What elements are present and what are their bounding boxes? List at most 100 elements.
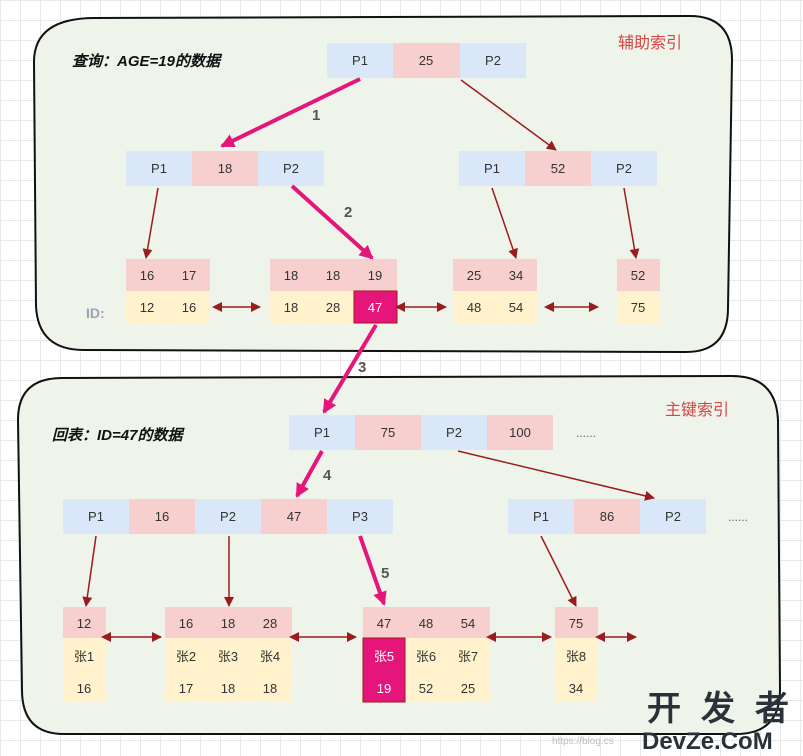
- leaf-name: 张1: [74, 649, 94, 664]
- secondary-root-node: P1 25 P2: [327, 43, 526, 78]
- leaf-key: 18: [326, 268, 340, 283]
- node-cell: P2: [616, 161, 632, 176]
- node-cell: P1: [151, 161, 167, 176]
- arrow-mid-left-to-leaf-1: [142, 187, 159, 259]
- watermark-blog-url: https://blog.cs: [552, 736, 614, 747]
- step-5-arrow: [358, 535, 387, 606]
- step-label-1: 1: [312, 107, 320, 124]
- leaf-age-highlighted: 19: [377, 681, 391, 696]
- secondary-leaf-4: 52 75: [617, 259, 660, 323]
- leaf-age: 17: [179, 681, 193, 696]
- leaf-age: 18: [263, 681, 277, 696]
- leaf-name: 张4: [260, 649, 280, 664]
- leaf-name: 张7: [458, 649, 478, 664]
- leaf-id: 28: [263, 616, 277, 631]
- secondary-mid-right-node: P1 52 P2: [459, 151, 657, 186]
- leaf-id: 54: [509, 300, 523, 315]
- primary-index-region: 回表：ID=47的数据 主键索引 P1 75 P2 100 ...... P1 …: [16, 374, 782, 735]
- leaf-name: 张2: [176, 649, 196, 664]
- primary-leaf-3: 47 48 54 张5 张6 张7 19 52 25: [362, 607, 490, 703]
- leaf-id: 12: [140, 300, 154, 315]
- watermark: https://blog.cs 开 发 者 DevZe.CoM: [552, 690, 789, 755]
- leaf-age: 18: [221, 681, 235, 696]
- step-1-arrow: [220, 77, 361, 148]
- primary-leaf-2: 16 18 28 张2 张3 张4 17 18 18: [165, 607, 292, 702]
- secondary-leaf-2: 18 18 19 18 28 47: [270, 259, 398, 324]
- leaf-id: 54: [461, 616, 475, 631]
- secondary-mid-left-node: P1 18 P2: [126, 151, 324, 186]
- leaf-id: 18: [284, 300, 298, 315]
- arrow-mid-right-to-leaf-4: [540, 535, 577, 607]
- node-cell: 25: [419, 53, 433, 68]
- leaf-age: 25: [461, 681, 475, 696]
- node-cell: 100: [509, 425, 531, 440]
- node-cell: P1: [314, 425, 330, 440]
- node-cell: P2: [485, 53, 501, 68]
- node-cell: P1: [484, 161, 500, 176]
- node-cell: P1: [88, 509, 104, 524]
- leaf-id: 16: [182, 300, 196, 315]
- secondary-leaf-3: 25 34 48 54: [453, 259, 537, 323]
- arrow-root-to-mid-right: [460, 79, 557, 151]
- leaf-id: 75: [631, 300, 645, 315]
- node-cell: 16: [155, 509, 169, 524]
- step-3-arrow: [322, 323, 378, 414]
- node-cell: 52: [551, 161, 565, 176]
- arrow-mid-right-to-leaf-3: [491, 187, 518, 259]
- leaf-id: 48: [419, 616, 433, 631]
- arrow-mid-to-leaf-1: [82, 535, 97, 607]
- lookup-path: 1 2 3 4 5: [220, 77, 389, 606]
- arrow-root-to-mid-right: [457, 450, 655, 501]
- leaf-id: 47: [377, 616, 391, 631]
- leaf-id: 48: [467, 300, 481, 315]
- secondary-arrows: [142, 79, 640, 312]
- secondary-query-title: 查询：AGE=19的数据: [72, 53, 223, 70]
- node-cell: 47: [287, 509, 301, 524]
- node-ellipsis: ......: [576, 426, 596, 440]
- step-label-3: 3: [358, 359, 366, 376]
- node-cell: 18: [218, 161, 232, 176]
- leaf-key: 17: [182, 268, 196, 283]
- watermark-char: 开: [647, 690, 681, 728]
- leaf-key: 18: [284, 268, 298, 283]
- secondary-index-tag: 辅助索引: [618, 34, 682, 52]
- node-cell: P2: [446, 425, 462, 440]
- node-cell: P2: [665, 509, 681, 524]
- primary-mid-right-node: P1 86 P2 ......: [508, 499, 770, 534]
- node-cell: P2: [220, 509, 236, 524]
- step-label-2: 2: [344, 204, 352, 221]
- step-2-arrow: [290, 184, 374, 260]
- primary-query-title: 回表：ID=47的数据: [52, 427, 185, 444]
- step-label-4: 4: [323, 467, 332, 484]
- leaf-age: 52: [419, 681, 433, 696]
- node-cell: 75: [381, 425, 395, 440]
- leaf-age: 34: [569, 681, 583, 696]
- watermark-char: 者: [755, 690, 789, 728]
- leaf-age: 16: [77, 681, 91, 696]
- primary-leaf-1: 12 张1 16: [63, 607, 106, 702]
- node-cell: P1: [352, 53, 368, 68]
- primary-index-tag: 主键索引: [665, 401, 729, 419]
- leaf-name: 张8: [566, 649, 586, 664]
- leaf-name-highlighted: 张5: [374, 649, 394, 664]
- node-cell: P2: [283, 161, 299, 176]
- leaf-key: 16: [140, 268, 154, 283]
- leaf-id-highlighted: 47: [368, 300, 382, 315]
- step-4-arrow: [295, 450, 324, 498]
- secondary-leaf-1: 16 17 12 16: [126, 259, 210, 323]
- leaf-name: 张3: [218, 649, 238, 664]
- leaf-key: 52: [631, 268, 645, 283]
- node-cell: P3: [352, 509, 368, 524]
- id-row-label: ID:: [86, 305, 105, 321]
- leaf-name: 张6: [416, 649, 436, 664]
- primary-mid-left-node: P1 16 P2 47 P3: [63, 499, 393, 534]
- node-cell: P1: [533, 509, 549, 524]
- primary-arrows: [82, 450, 655, 642]
- leaf-id: 75: [569, 616, 583, 631]
- node-cell: 86: [600, 509, 614, 524]
- node-ellipsis: ......: [728, 510, 748, 524]
- secondary-index-region: 查询：AGE=19的数据 辅助索引 P1 25 P2 P1 18 P2 P1 5…: [32, 14, 734, 354]
- leaf-id: 12: [77, 616, 91, 631]
- leaf-key: 34: [509, 268, 523, 283]
